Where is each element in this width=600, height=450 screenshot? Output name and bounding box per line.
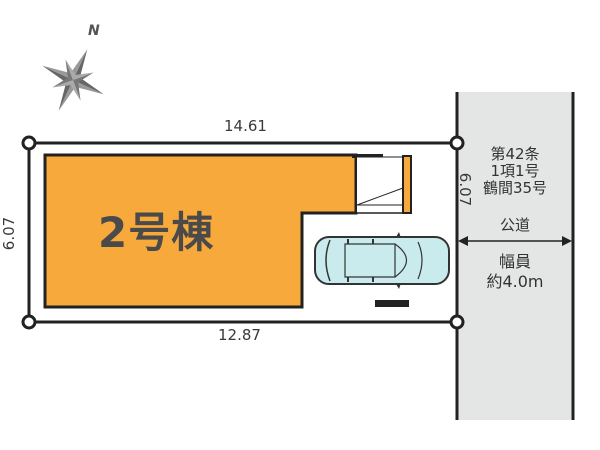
- parking-stop-bar: [375, 300, 409, 307]
- building-2: [43, 153, 412, 309]
- road-type: 公道: [499, 216, 530, 234]
- road-width-value: 約4.0m: [486, 272, 544, 291]
- parked-car-icon: [314, 232, 450, 289]
- compass-north-icon: [42, 49, 104, 111]
- lot-bottom-length: 12.87: [218, 326, 261, 344]
- lot-top-length: 14.61: [224, 117, 267, 135]
- compass-north-label: N: [88, 23, 100, 39]
- road: [455, 92, 575, 420]
- building-label: 2号棟: [98, 208, 215, 257]
- lot-boundary: [21, 135, 465, 330]
- road-law-line2: 1項1号: [490, 162, 540, 180]
- lot-left-depth: 6.07: [0, 216, 19, 251]
- road-width-label: 幅員: [498, 252, 531, 271]
- road-law-line1: 第42条: [490, 145, 540, 163]
- road-law-line3: 鶴間35号: [482, 179, 548, 197]
